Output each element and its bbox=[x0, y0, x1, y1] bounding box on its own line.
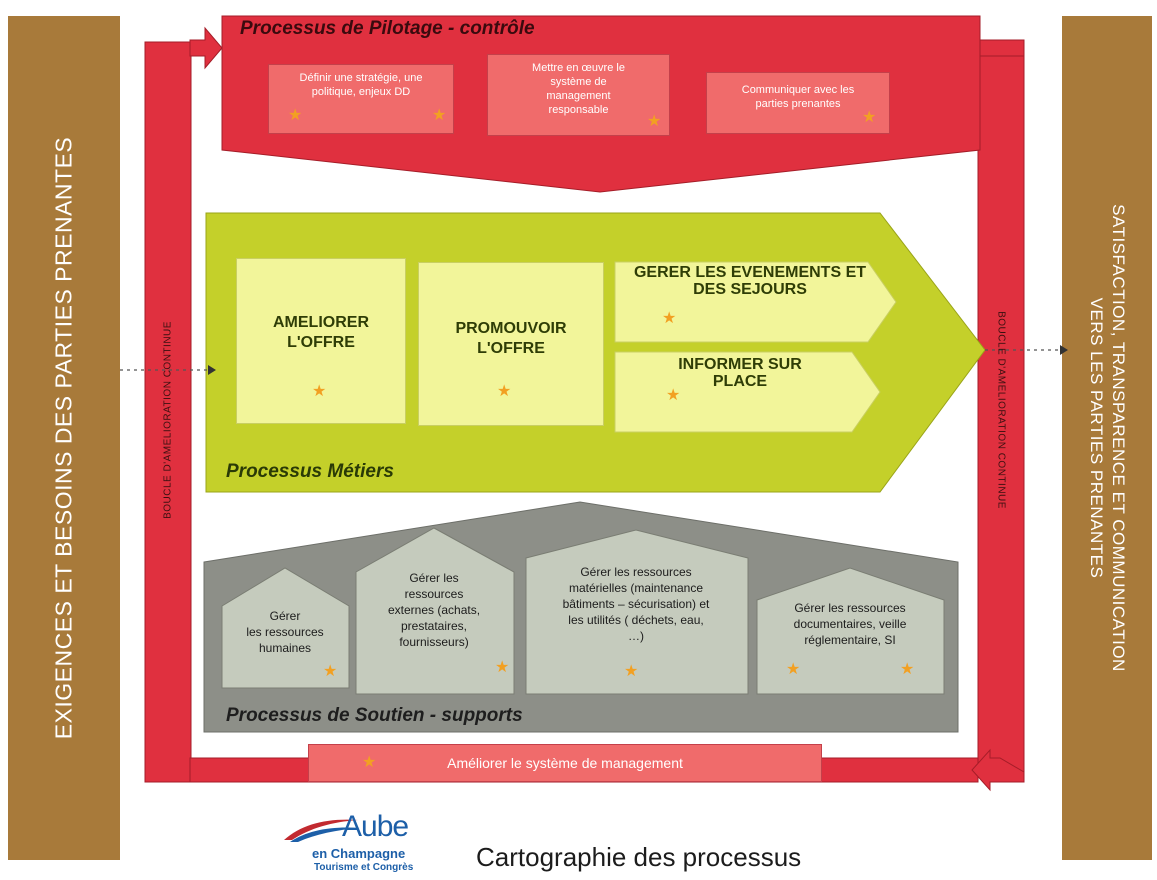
input-arrow-head bbox=[208, 365, 216, 375]
caption: Cartographie des processus bbox=[476, 842, 802, 872]
left-stakeholder-panel: EXIGENCES ET BESOINS DES PARTIES PRENANT… bbox=[8, 16, 120, 860]
star-icon: ★ bbox=[624, 663, 639, 680]
soutien-house-4-line: documentaires, veille bbox=[794, 617, 907, 631]
soutien-house-4-text: Gérer les ressources documentaires, veill… bbox=[794, 601, 907, 647]
star-icon: ★ bbox=[495, 659, 510, 676]
pilotage-box-communiquer-label: Communiquer avec les parties prenantes bbox=[741, 84, 855, 110]
star-icon: ★ bbox=[312, 383, 327, 400]
soutien-house-4 bbox=[756, 567, 945, 695]
loop-left-label: BOUCLE D'AMELIORATION CONTINUE bbox=[162, 321, 174, 519]
star-icon: ★ bbox=[900, 661, 915, 678]
star-icon: ★ bbox=[288, 107, 303, 124]
soutien-house-2-line: Gérer les bbox=[409, 571, 458, 585]
star-icon: ★ bbox=[862, 109, 877, 126]
loop-right-bar bbox=[977, 39, 1025, 773]
metiers-box-ameliorer: AMELIORER L'OFFRE bbox=[236, 258, 406, 424]
ameliorer-systeme-box: Améliorer le système de management bbox=[308, 744, 822, 782]
star-icon: ★ bbox=[666, 387, 681, 404]
metiers-sub-arrow-2 bbox=[614, 351, 881, 433]
logo-swoosh bbox=[284, 819, 360, 842]
star-icon: ★ bbox=[647, 113, 662, 130]
soutien-house-3-line: bâtiments – sécurisation) et bbox=[563, 597, 710, 611]
soutien-house-3-line: les utilités ( déchets, eau, bbox=[568, 613, 703, 627]
loop-top-left-arrow bbox=[189, 26, 223, 70]
soutien-house-1 bbox=[221, 567, 350, 689]
pilotage-box-management: Mettre en œuvre le système de management… bbox=[487, 54, 670, 136]
star-icon: ★ bbox=[497, 383, 512, 400]
metiers-sub-arrow-1 bbox=[614, 261, 897, 343]
soutien-house-2-line: ressources bbox=[405, 587, 464, 601]
aube-logo: Aube en Champagne Tourisme et Congrès bbox=[282, 810, 442, 876]
soutien-house-1-line: les ressources bbox=[246, 625, 323, 639]
metiers-box-promouvoir: PROMOUVOIR L'OFFRE bbox=[418, 262, 604, 426]
soutien-house-2-text: Gérer les ressources externes (achats, pres… bbox=[388, 571, 480, 649]
pilotage-box-communiquer: Communiquer avec les parties prenantes bbox=[706, 72, 890, 134]
soutien-house-4-line: réglementaire, SI bbox=[804, 633, 895, 647]
loop-left-bar bbox=[144, 41, 192, 783]
right-stakeholder-panel: SATISFACTION, TRANSPARENCE ET COMMUNICAT… bbox=[1062, 16, 1152, 860]
loop-top-right-connector bbox=[975, 39, 1025, 57]
soutien-house-3-line: matérielles (maintenance bbox=[569, 581, 703, 595]
star-icon: ★ bbox=[323, 663, 338, 680]
metiers-box-informer-label: INFORMER SUR PLACE bbox=[678, 356, 802, 390]
soutien-house-3-text: Gérer les ressources matérielles (mainten… bbox=[563, 565, 710, 643]
star-icon: ★ bbox=[662, 310, 677, 327]
soutien-house-2 bbox=[355, 527, 515, 695]
star-icon: ★ bbox=[432, 107, 447, 124]
pilotage-box-strategie-label: Définir une stratégie, une politique, en… bbox=[299, 72, 423, 98]
metiers-box-ameliorer-label: AMELIORER L'OFFRE bbox=[273, 314, 369, 351]
star-icon: ★ bbox=[362, 754, 377, 771]
metiers-box-promouvoir-label: PROMOUVOIR L'OFFRE bbox=[455, 320, 567, 357]
soutien-house-3-line: …) bbox=[628, 629, 644, 643]
metiers-box-informer: INFORMER SUR PLACE bbox=[650, 356, 830, 396]
logo-main-text: Aube bbox=[342, 810, 409, 843]
soutien-house-4-line: Gérer les ressources bbox=[794, 601, 905, 615]
soutien-title: Processus de Soutien - supports bbox=[226, 705, 523, 726]
ameliorer-systeme-label: Améliorer le système de management bbox=[447, 755, 683, 771]
output-arrow-head bbox=[1060, 345, 1068, 355]
soutien-house-1-text: Gérer les ressources humaines bbox=[246, 609, 323, 655]
metiers-box-evenements-label: GERER LES EVENEMENTS ET DES SEJOURS bbox=[633, 264, 867, 298]
soutien-house-2-line: fournisseurs) bbox=[399, 635, 468, 649]
pilotage-box-strategie: Définir une stratégie, une politique, en… bbox=[268, 64, 454, 134]
metiers-title: Processus Métiers bbox=[226, 461, 394, 482]
metiers-box-evenements: GERER LES EVENEMENTS ET DES SEJOURS bbox=[630, 264, 870, 324]
soutien-house-2-line: prestataires, bbox=[401, 619, 467, 633]
soutien-house-1-line: Gérer bbox=[270, 609, 301, 623]
soutien-house-3-line: Gérer les ressources bbox=[580, 565, 691, 579]
logo-subtitle-2: Tourisme et Congrès bbox=[314, 862, 414, 873]
soutien-house-1-line: humaines bbox=[259, 641, 311, 655]
pilotage-box-management-label: Mettre en œuvre le système de management… bbox=[532, 62, 625, 116]
star-icon: ★ bbox=[786, 661, 801, 678]
soutien-house-3 bbox=[525, 529, 749, 695]
pilotage-title: Processus de Pilotage - contrôle bbox=[240, 18, 535, 39]
loop-right-label: BOUCLE D'AMELIORATION CONTINUE bbox=[995, 311, 1007, 509]
loop-bottom-right-arrow bbox=[971, 748, 1025, 792]
logo-subtitle-1: en Champagne bbox=[312, 846, 406, 861]
soutien-house-2-line: externes (achats, bbox=[388, 603, 480, 617]
